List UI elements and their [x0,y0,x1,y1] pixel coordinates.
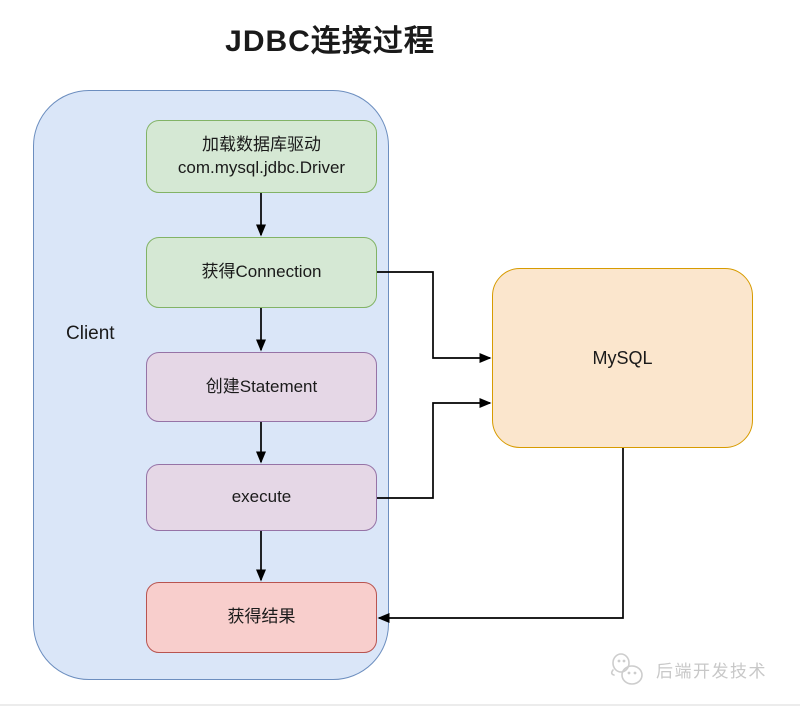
node-load-driver: 加载数据库驱动 com.mysql.jdbc.Driver [146,120,377,193]
node-mysql: MySQL [492,268,753,448]
node-mysql-label: MySQL [592,347,653,368]
node-get-result-label: 获得结果 [227,607,296,627]
node-execute-label: execute [231,487,292,507]
watermark-logo-icon [610,653,643,685]
client-group-label: Client [66,323,115,344]
node-get-connection-label: 获得Connection [201,262,322,282]
node-create-statement: 创建Statement [146,352,377,422]
watermark: 后端开发技术 [608,652,767,686]
node-load-driver-line2: com.mysql.jdbc.Driver [177,157,346,177]
diagram-title: JDBC连接过程 [225,25,435,58]
node-execute: execute [146,464,377,531]
node-load-driver-line1: 加载数据库驱动 [202,134,321,154]
node-get-connection: 获得Connection [146,237,377,308]
edge-mysql-to-get-result [377,448,624,623]
bottom-divider [0,704,800,706]
edge-execute-to-mysql [377,398,492,499]
edge-get-connection-to-mysql [377,271,492,363]
node-create-statement-label: 创建Statement [205,376,318,396]
watermark-label: 后端开发技术 [656,661,767,681]
node-get-result: 获得结果 [146,582,377,653]
